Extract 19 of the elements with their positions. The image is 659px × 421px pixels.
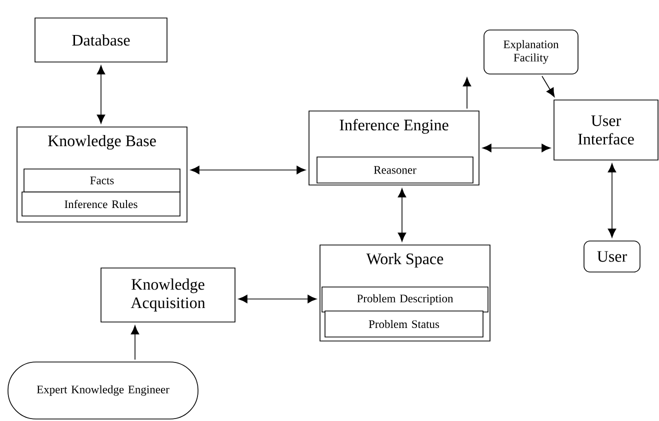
component-box: Problem Description (322, 286, 488, 312)
component-box: Problem Status (324, 310, 484, 338)
arrow (482, 144, 551, 152)
rounded-box: User (584, 240, 640, 272)
arrow (96, 65, 106, 124)
arrow (190, 166, 306, 174)
arrow (462, 77, 472, 109)
arrow (542, 76, 555, 98)
component-box: Reasoner (316, 156, 474, 184)
arrow (130, 325, 140, 360)
arrow (608, 163, 616, 238)
process-box: User Interface (554, 100, 658, 160)
component-box: Facts (24, 168, 180, 192)
process-box: Knowledge Acquisition (100, 268, 236, 322)
arrow (238, 294, 317, 304)
arrow (398, 188, 406, 242)
rounded-box: Explanation Facility (484, 30, 578, 74)
process-box: Database (34, 18, 168, 62)
component-box: Inference Rules (22, 192, 180, 216)
